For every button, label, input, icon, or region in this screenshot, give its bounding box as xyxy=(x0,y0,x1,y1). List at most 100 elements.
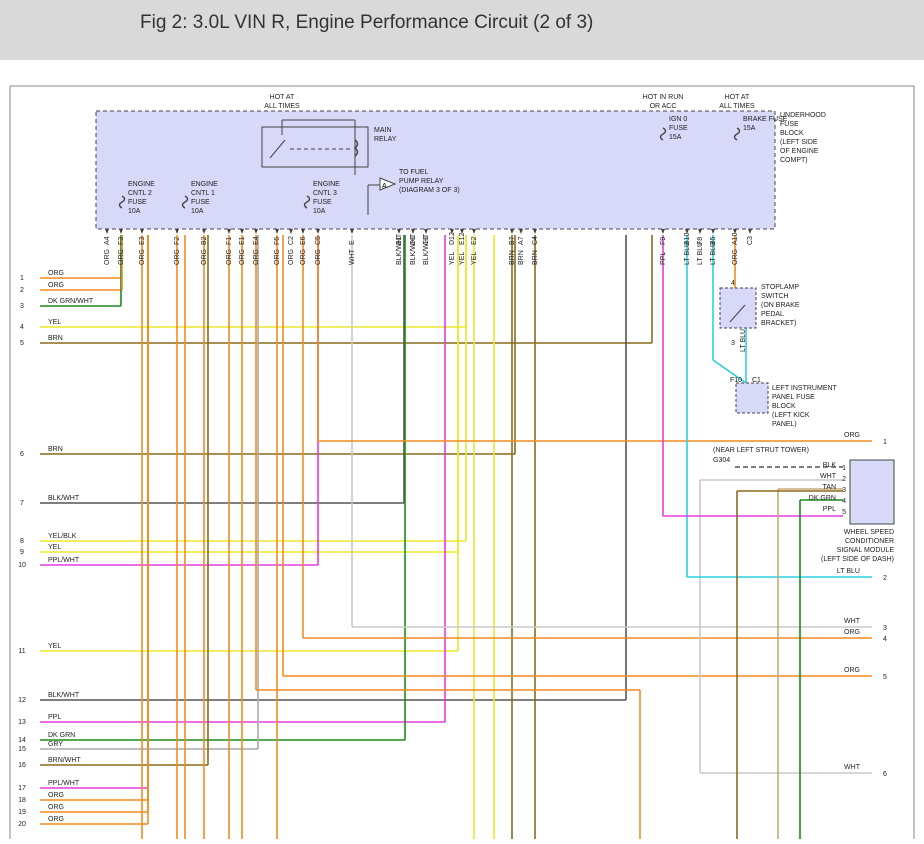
pin-wire-color: ORG xyxy=(139,249,146,265)
left-terminal-wire-label: PPL/WHT xyxy=(48,780,80,787)
module-pin-wire: TAN xyxy=(823,484,836,491)
stoplamp-label: STOPLAMP xyxy=(761,284,799,291)
stoplamp-switch xyxy=(719,287,757,329)
module-pin-wire: PPL xyxy=(823,506,836,513)
fuse-label: 15A xyxy=(669,134,682,141)
main-relay xyxy=(261,126,369,168)
left-terminal-wire-label: BLK/WHT xyxy=(48,495,80,502)
connector-pin-mark xyxy=(519,229,523,234)
right-terminal-number: 5 xyxy=(883,674,887,681)
module-pin-number: 4 xyxy=(842,498,846,505)
pin-wire-color: ORG xyxy=(104,249,111,265)
right-terminal-number: 2 xyxy=(883,575,887,582)
pin-id: C5 xyxy=(315,236,322,245)
fuse-label: CNTL 1 xyxy=(191,190,215,197)
stoplamp-pin: 3 xyxy=(731,340,735,347)
right-terminal-number: 3 xyxy=(883,625,887,632)
module-pin-number: 3 xyxy=(842,487,846,494)
pin-wire-color: ORG xyxy=(274,249,281,265)
left-terminal-wire-label: PPL xyxy=(48,714,61,721)
pin-wire-color: ORG xyxy=(174,249,181,265)
module-pin-wire: BLK xyxy=(823,462,837,469)
module-pin-number: 1 xyxy=(842,465,846,472)
ground-id: G304 xyxy=(713,457,730,464)
left-terminal-number: 3 xyxy=(20,303,24,310)
module-label: SIGNAL MODULE xyxy=(837,547,895,554)
underhood-fuse-block-label: OF ENGINE xyxy=(780,148,819,155)
underhood-fuse-block-label: UNDERHOOD xyxy=(780,112,826,119)
left-terminal-number: 4 xyxy=(20,324,24,331)
main-relay-coil xyxy=(269,119,359,175)
left-terminal-number: 15 xyxy=(18,746,26,753)
pin-id: C2 xyxy=(288,236,295,245)
underhood-fuse-block-label: COMPT) xyxy=(780,157,808,164)
connector-pin-mark xyxy=(301,229,305,234)
stoplamp-pin: 4 xyxy=(731,280,735,287)
left-terminal-wire-label: GRY xyxy=(48,741,63,748)
right-terminal-wire-label: WHT xyxy=(844,618,861,625)
pin-id: B10 xyxy=(684,232,691,245)
figure-title: Fig 2: 3.0L VIN R, Engine Performance Ci… xyxy=(140,12,594,33)
left-terminal-number: 1 xyxy=(20,275,24,282)
left-ip-fuse-label: PANEL) xyxy=(772,421,797,428)
main-relay-label: RELAY xyxy=(374,136,397,143)
pin-id: D12 xyxy=(449,232,456,245)
left-terminal-number: 18 xyxy=(18,797,26,804)
left-terminal-wire-label: YEL/BLK xyxy=(48,533,77,540)
pin-wire-color: BLK/WHT xyxy=(396,233,403,265)
pin-wire-color: ORG xyxy=(201,249,208,265)
left-terminal-wire-label: DK GRN/WHT xyxy=(48,298,94,305)
pin-id: B1 xyxy=(396,236,403,245)
connector-pin-mark xyxy=(711,229,715,234)
left-ip-pin: F10 xyxy=(730,377,742,384)
left-terminal-wire-label: ORG xyxy=(48,804,64,811)
pin-id: C4 xyxy=(532,236,539,245)
pin-wire-color: BRN xyxy=(509,250,516,265)
left-terminal-number: 14 xyxy=(18,737,26,744)
left-terminal-number: 7 xyxy=(20,500,24,507)
fuse-label: FUSE xyxy=(313,199,332,206)
left-terminal-wire-label: ORG xyxy=(48,282,64,289)
pin-id: F9 xyxy=(660,237,667,245)
left-terminal-number: 5 xyxy=(20,340,24,347)
connector-pin-mark xyxy=(140,229,144,234)
pin-wire-color: ORG xyxy=(315,249,322,265)
right-terminal-wire-label: LT BLU xyxy=(837,568,860,575)
fuse-label: BRAKE FUSE xyxy=(743,116,788,123)
connector-pin-mark xyxy=(661,229,665,234)
left-terminal-number: 17 xyxy=(18,785,26,792)
module-label: CONDITIONER xyxy=(845,538,894,545)
pin-wire-color: ORG xyxy=(732,249,739,265)
hot-at-all-times-label: HOT AT xyxy=(270,94,295,101)
right-terminal-number: 6 xyxy=(883,771,887,778)
connector-pin-mark xyxy=(240,229,244,234)
connector-pin-mark xyxy=(533,229,537,234)
left-terminal-number: 9 xyxy=(20,549,24,556)
fuse-label: FUSE xyxy=(128,199,147,206)
fuse-label: 15A xyxy=(743,125,756,132)
left-terminal-wire-label: ORG xyxy=(48,816,64,823)
right-terminal-wire-label: ORG xyxy=(844,667,860,674)
stoplamp-label: SWITCH xyxy=(761,293,789,300)
pin-id: F3 xyxy=(118,237,125,245)
pin-wire-color: ORG xyxy=(239,249,246,265)
fuel-pump-relay-label: TO FUEL xyxy=(399,169,429,176)
underhood-fuse-block-label: FUSE xyxy=(780,121,799,128)
left-terminal-wire-label: ORG xyxy=(48,270,64,277)
left-terminal-number: 16 xyxy=(18,762,26,769)
left-terminal-number: 20 xyxy=(18,821,26,828)
connector-pin-mark xyxy=(254,229,258,234)
pin-wire-color: ORG xyxy=(118,249,125,265)
connector-pin-mark xyxy=(733,229,737,234)
left-ip-fuse-label: PANEL FUSE xyxy=(772,394,815,401)
pin-wire-color: BLK/WHT xyxy=(423,233,430,265)
stoplamp-label: PEDAL xyxy=(761,311,784,318)
fuel-pump-relay-label: (DIAGRAM 3 OF 3) xyxy=(399,187,460,194)
figure-header: Fig 2: 3.0L VIN R, Engine Performance Ci… xyxy=(0,0,924,60)
left-ip-fuse-block xyxy=(735,382,769,414)
left-terminal-number: 12 xyxy=(18,697,26,704)
pin-id: F6 xyxy=(274,237,281,245)
pin-wire-color: LT BLU xyxy=(684,242,691,265)
pin-wire-color: ORG xyxy=(288,249,295,265)
pin-wire-color: LT BLU xyxy=(697,242,704,265)
